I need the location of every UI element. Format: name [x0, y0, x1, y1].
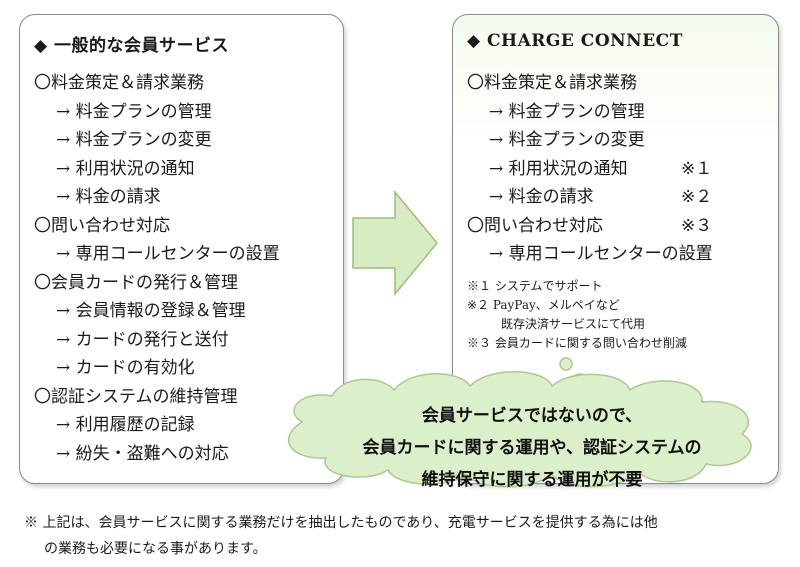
- footnote: ※３ 会員カードに関する問い合わせ削減: [467, 336, 687, 350]
- footnote: ※２ PayPay、メルペイなど: [467, 298, 620, 312]
- category-item: 〇会員カードの発行＆管理: [34, 269, 280, 298]
- charge-connect-title: ◆ CHARGE CONNECT: [467, 31, 683, 51]
- callout-line: 維持保守に関する運用が不要: [421, 470, 643, 490]
- footer-note-line2: の業務も必要になる事があります。: [44, 541, 267, 557]
- item-text: 〇料金策定＆請求業務: [467, 73, 637, 93]
- item-text: → 紛失・盗難への対応: [56, 443, 229, 464]
- sub-item: → 会員情報の登録＆管理: [34, 297, 280, 326]
- item-text: 〇会員カードの発行＆管理: [34, 272, 238, 293]
- item-text: 〇問い合わせ対応: [467, 215, 603, 236]
- item-text: → 料金プランの管理: [56, 101, 212, 122]
- sub-item: → 利用履歴の記録: [34, 411, 280, 440]
- callout-message: 会員サービスではないので、会員カードに関する運用や、認証システムの維持保守に関す…: [272, 400, 792, 496]
- sub-item: → 料金の請求 ※２: [467, 183, 713, 212]
- sub-item: → 料金プランの管理: [467, 98, 713, 127]
- footer-note-line1: ※ 上記は、会員サービスに関する業務だけを抽出したものであり、充電サービスを提供…: [24, 515, 658, 531]
- item-text: → 利用履歴の記録: [56, 415, 195, 435]
- category-item: 〇料金策定＆請求業務: [467, 69, 713, 98]
- sub-item: → カードの発行と送付: [34, 326, 280, 355]
- footnote: 既存決済サービスにて代用: [501, 317, 646, 331]
- item-text: → カードの有効化: [56, 358, 195, 378]
- sub-item: → 利用状況の通知 ※１: [467, 155, 713, 184]
- category-item: 〇問い合わせ対応 ※３: [467, 212, 713, 241]
- right-arrow-icon: [352, 189, 438, 297]
- sub-item: → 専用コールセンターの設置: [34, 240, 280, 269]
- sub-item: → カードの有効化: [34, 354, 280, 383]
- footnotes-list: ※１ システムでサポート ※２ PayPay、メルペイなど既存決済サービスにて代用…: [467, 277, 687, 353]
- sub-item: → 専用コールセンターの設置: [467, 240, 713, 269]
- footnote: ※１ システムでサポート: [467, 279, 603, 293]
- sub-item: → 料金プランの変更: [467, 126, 713, 155]
- callout-line: 会員サービスではないので、: [421, 406, 643, 426]
- item-text: → 専用コールセンターの設置: [56, 244, 280, 264]
- item-text: → 料金の請求: [489, 187, 594, 207]
- item-text: 〇認証システムの維持管理: [34, 386, 238, 407]
- sub-item: → 利用状況の通知: [34, 155, 280, 184]
- general-service-list: 〇料金策定＆請求業務 → 料金プランの管理 → 料金プランの変更 → 利用状況の通知 →…: [34, 69, 280, 468]
- sub-item: → 料金プランの管理: [34, 98, 280, 127]
- item-text: → カードの発行と送付: [56, 329, 229, 350]
- sub-item: → 紛失・盗難への対応: [34, 440, 280, 469]
- item-text: 〇料金策定＆請求業務: [34, 73, 204, 93]
- item-text: → 料金プランの変更: [489, 130, 645, 150]
- callout-line: 会員カードに関する運用や、認証システムの: [362, 438, 702, 458]
- item-text: 〇問い合わせ対応: [34, 215, 170, 236]
- item-text: → 料金プランの変更: [56, 130, 212, 150]
- sub-item: → 料金の請求: [34, 183, 280, 212]
- item-text: → 料金プランの管理: [489, 101, 645, 122]
- sub-item: → 料金プランの変更: [34, 126, 280, 155]
- item-text: → 利用状況の通知: [56, 158, 195, 179]
- category-item: 〇認証システムの維持管理: [34, 383, 280, 412]
- note-mark: ※２: [681, 187, 713, 207]
- item-text: → 料金の請求: [56, 187, 161, 207]
- item-text: → 利用状況の通知: [489, 158, 628, 179]
- general-service-title: ◆ 一般的な会員サービス: [34, 36, 229, 56]
- item-text: → 会員情報の登録＆管理: [56, 301, 246, 321]
- item-text: → 専用コールセンターの設置: [489, 244, 713, 264]
- note-mark: ※３: [681, 215, 713, 236]
- footer-note: ※ 上記は、会員サービスに関する業務だけを抽出したものであり、充電サービスを提供…: [24, 510, 784, 562]
- category-item: 〇料金策定＆請求業務: [34, 69, 280, 98]
- charge-connect-list: 〇料金策定＆請求業務 → 料金プランの管理 → 料金プランの変更 → 利用状況の通知 ※…: [467, 69, 713, 269]
- cloud-callout-shape: [288, 357, 752, 488]
- category-item: 〇問い合わせ対応: [34, 212, 280, 241]
- note-mark: ※１: [681, 158, 713, 179]
- general-service-panel: ◆ 一般的な会員サービス 〇料金策定＆請求業務 → 料金プランの管理 → 料金プラン…: [19, 14, 344, 484]
